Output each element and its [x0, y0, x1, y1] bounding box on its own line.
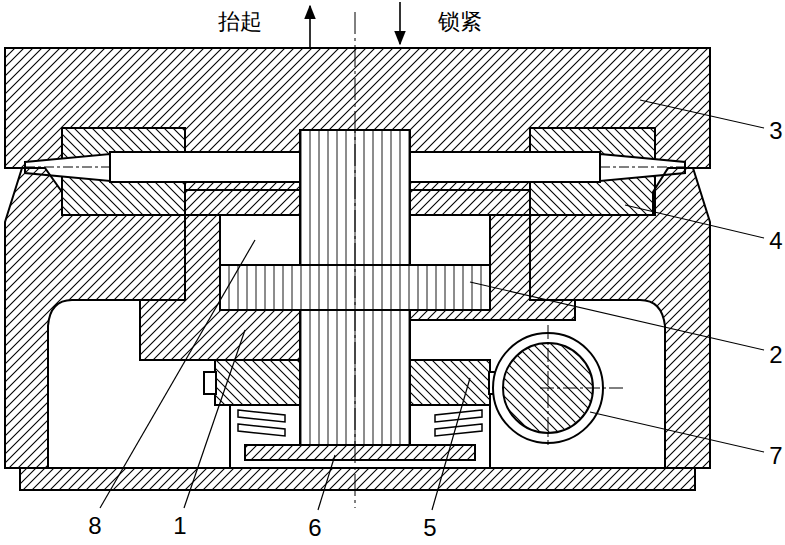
leader-line	[184, 330, 245, 508]
callout-number: 1	[173, 514, 186, 538]
leader-line	[640, 100, 764, 128]
screw-left	[204, 372, 216, 394]
channel-right	[410, 152, 600, 182]
channel-left	[110, 152, 300, 182]
hub5-left	[215, 360, 300, 405]
leader-line	[470, 282, 764, 350]
motion-label: 锁紧	[438, 11, 482, 33]
leader-line	[625, 205, 764, 238]
lock-arrow	[399, 2, 401, 44]
hub-right	[410, 190, 530, 215]
callout-number: 3	[769, 119, 782, 143]
centerline	[540, 325, 625, 445]
callout-number: 5	[423, 516, 436, 540]
leader-line	[100, 240, 255, 508]
leader-line	[318, 455, 335, 510]
callout-number: 2	[769, 343, 782, 367]
leader-line	[432, 378, 470, 510]
callout-number: 4	[769, 229, 782, 253]
callout-number: 8	[88, 514, 101, 538]
leader-line	[590, 412, 764, 452]
hub-left	[185, 190, 300, 215]
centerline	[25, 167, 685, 168]
centerline	[355, 12, 356, 508]
motion-label: 抬起	[218, 11, 262, 33]
spring-cup	[230, 405, 490, 468]
cup-bottom	[245, 445, 475, 460]
disc-springs	[238, 410, 482, 436]
callout-number: 7	[769, 444, 782, 468]
lift-arrow	[309, 6, 311, 48]
leader-lines	[100, 100, 764, 510]
hub5-right	[410, 360, 490, 405]
callout-number: 6	[308, 516, 321, 540]
